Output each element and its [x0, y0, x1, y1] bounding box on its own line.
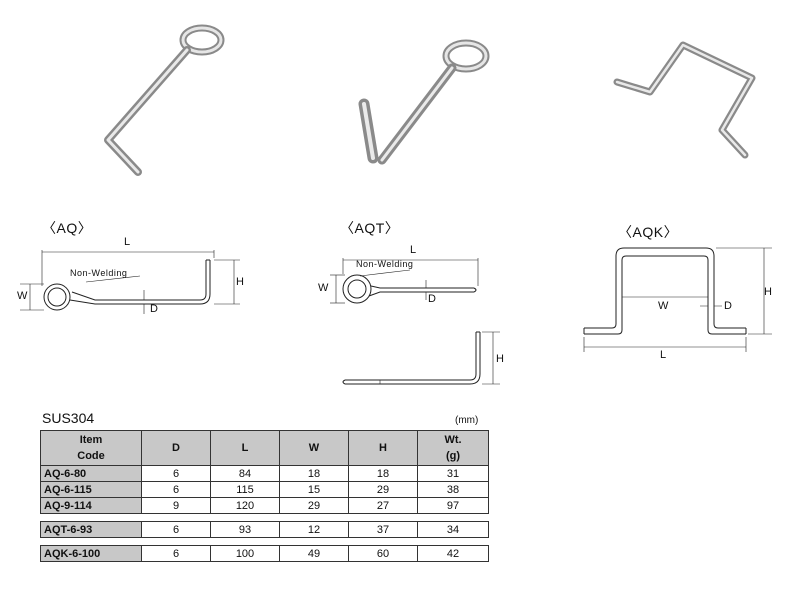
aqt-title: 〈AQT〉 — [340, 220, 400, 236]
table-row: AQK-6-100 6 100 49 60 42 — [40, 545, 489, 562]
table-row: AQT-6-93 6 93 12 37 34 — [40, 521, 489, 538]
aqt-note: Non-Welding — [356, 259, 414, 269]
cell-wt: 34 — [417, 521, 489, 538]
cell-d: 6 — [141, 481, 211, 498]
aqk-drawing — [583, 247, 772, 352]
material-label: SUS304 — [42, 410, 95, 426]
aq-hook-photo — [104, 24, 756, 176]
cell-code: AQT-6-93 — [40, 521, 142, 538]
header-w: W — [279, 430, 349, 466]
aq-d-label: D — [150, 303, 159, 315]
table-header-row: Item Code D L W H Wt. (g) — [40, 430, 489, 466]
cell-h: 27 — [348, 497, 418, 514]
cell-h: 18 — [348, 465, 418, 482]
cell-wt: 31 — [417, 465, 489, 482]
cell-d: 6 — [141, 465, 211, 482]
cell-w: 18 — [279, 465, 349, 482]
aq-w-label: W — [17, 290, 28, 302]
aq-l-label: L — [124, 236, 131, 248]
table-gap — [40, 513, 489, 522]
cell-l: 93 — [210, 521, 280, 538]
header-item-code: Item Code — [40, 430, 142, 466]
cell-code: AQ-6-115 — [40, 481, 142, 498]
cell-wt: 97 — [417, 497, 489, 514]
aq-h-label: H — [236, 276, 245, 288]
header-wt-line1: Wt. — [444, 434, 462, 446]
cell-d: 6 — [141, 545, 211, 562]
cell-d: 9 — [141, 497, 211, 514]
table-row: AQ-6-115 6 115 15 29 38 — [40, 481, 489, 498]
technical-drawings — [20, 247, 772, 385]
aqk-title: 〈AQK〉 — [618, 224, 679, 240]
aqt-d-label: D — [428, 293, 437, 305]
header-l: L — [210, 430, 280, 466]
table-row: AQ-9-114 9 120 29 27 97 — [40, 497, 489, 514]
unit-label: (mm) — [455, 415, 479, 426]
aqt-l-label: L — [410, 244, 417, 256]
header-wt-line2: (g) — [445, 450, 461, 462]
header-d: D — [141, 430, 211, 466]
aqk-l-label: L — [660, 349, 667, 361]
table-gap — [40, 537, 489, 546]
aq-note: Non-Welding — [70, 268, 128, 278]
header-item-code-line2: Code — [77, 450, 105, 462]
cell-code: AQ-9-114 — [40, 497, 142, 514]
cell-w: 15 — [279, 481, 349, 498]
cell-l: 115 — [210, 481, 280, 498]
cell-wt: 38 — [417, 481, 489, 498]
aqk-h-label: H — [764, 286, 773, 298]
cell-h: 29 — [348, 481, 418, 498]
cell-l: 84 — [210, 465, 280, 482]
cell-wt: 42 — [417, 545, 489, 562]
cell-d: 6 — [141, 521, 211, 538]
cell-w: 12 — [279, 521, 349, 538]
aqt-w-label: W — [318, 282, 329, 294]
cell-l: 120 — [210, 497, 280, 514]
header-wt: Wt. (g) — [417, 430, 489, 466]
cell-w: 49 — [279, 545, 349, 562]
header-h: H — [348, 430, 418, 466]
cell-l: 100 — [210, 545, 280, 562]
cell-code: AQK-6-100 — [40, 545, 142, 562]
table-row: AQ-6-80 6 84 18 18 31 — [40, 465, 489, 482]
cell-code: AQ-6-80 — [40, 465, 142, 482]
aq-drawing — [20, 250, 240, 314]
header-item-code-line1: Item — [79, 434, 103, 446]
aqk-d-label: D — [724, 300, 733, 312]
spec-table: Item Code D L W H Wt. (g) AQ-6-80 6 84 1… — [40, 430, 489, 562]
aqt-h-label: H — [496, 353, 505, 365]
aq-title: 〈AQ〉 — [42, 220, 93, 236]
aqt-drawing — [330, 258, 500, 385]
cell-w: 29 — [279, 497, 349, 514]
cell-h: 37 — [348, 521, 418, 538]
cell-h: 60 — [348, 545, 418, 562]
aqk-w-label: W — [658, 300, 669, 312]
